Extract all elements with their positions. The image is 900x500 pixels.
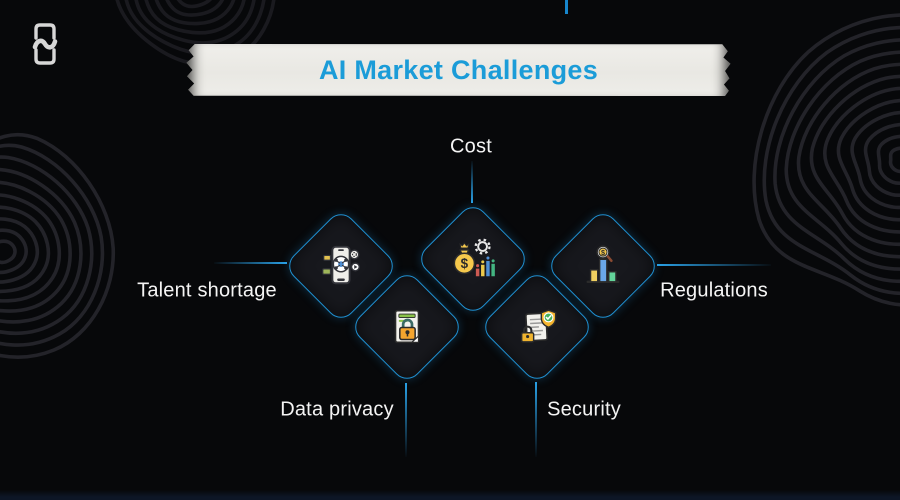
connector-data-privacy [405,383,407,457]
node-label-security: Security [547,398,621,421]
svg-text:$: $ [601,249,605,257]
connector-security [535,382,537,457]
bar-chart-magnifier-coin-icon: $ [580,243,626,289]
node-tile-regulations: $ [545,208,661,324]
connector-talent [214,262,287,264]
node-tile-data-privacy [349,269,465,385]
node-tile-security [479,269,595,385]
node-label-cost: Cost [450,135,492,158]
document-padlock-icon [384,304,430,350]
node-tile-talent-shortage [283,208,399,324]
smartphone-network-icon [318,243,364,289]
top-accent-tick [565,0,568,14]
title-banner: AI Market Challenges [186,44,731,96]
connector-cost [471,161,473,203]
node-label-talent-shortage: Talent shortage [137,279,277,302]
node-tile-cost: $ [415,201,531,317]
connector-regulations [657,264,771,266]
node-label-regulations: Regulations [660,279,768,302]
svg-text:$: $ [461,256,469,271]
page-title: AI Market Challenges [318,54,599,85]
money-bag-gear-bar-chart-icon: $ [450,236,496,282]
bottom-accent-strip [0,490,900,500]
contour-left [0,109,151,398]
n-swoosh-logo-icon [32,23,58,65]
document-shield-check-padlock-icon [514,304,560,350]
node-label-data-privacy: Data privacy [280,398,394,421]
